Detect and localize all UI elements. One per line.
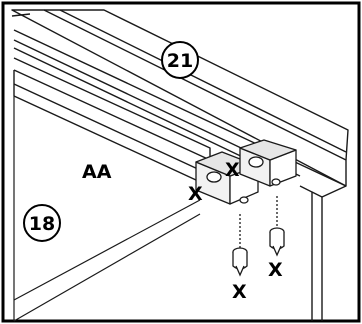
part-badge-18: 18 <box>23 204 61 242</box>
screw-lower <box>232 214 248 277</box>
part-label-18: 18 <box>29 213 55 235</box>
side-panel <box>13 96 201 322</box>
fixing-bracket-right <box>239 139 297 187</box>
rail-aa <box>13 57 211 181</box>
screw-upper <box>269 196 285 257</box>
screw-label-x-3: X <box>268 259 283 281</box>
screw-label-x-4: X <box>232 281 247 303</box>
part-badge-21: 21 <box>161 41 199 79</box>
rail-label-aa: AA <box>82 161 112 183</box>
part-label-21: 21 <box>167 50 193 72</box>
right-leg <box>299 185 347 321</box>
screw-label-x-2: X <box>188 183 203 205</box>
screw-label-x-1: X <box>225 159 240 181</box>
top-panel <box>11 9 349 187</box>
